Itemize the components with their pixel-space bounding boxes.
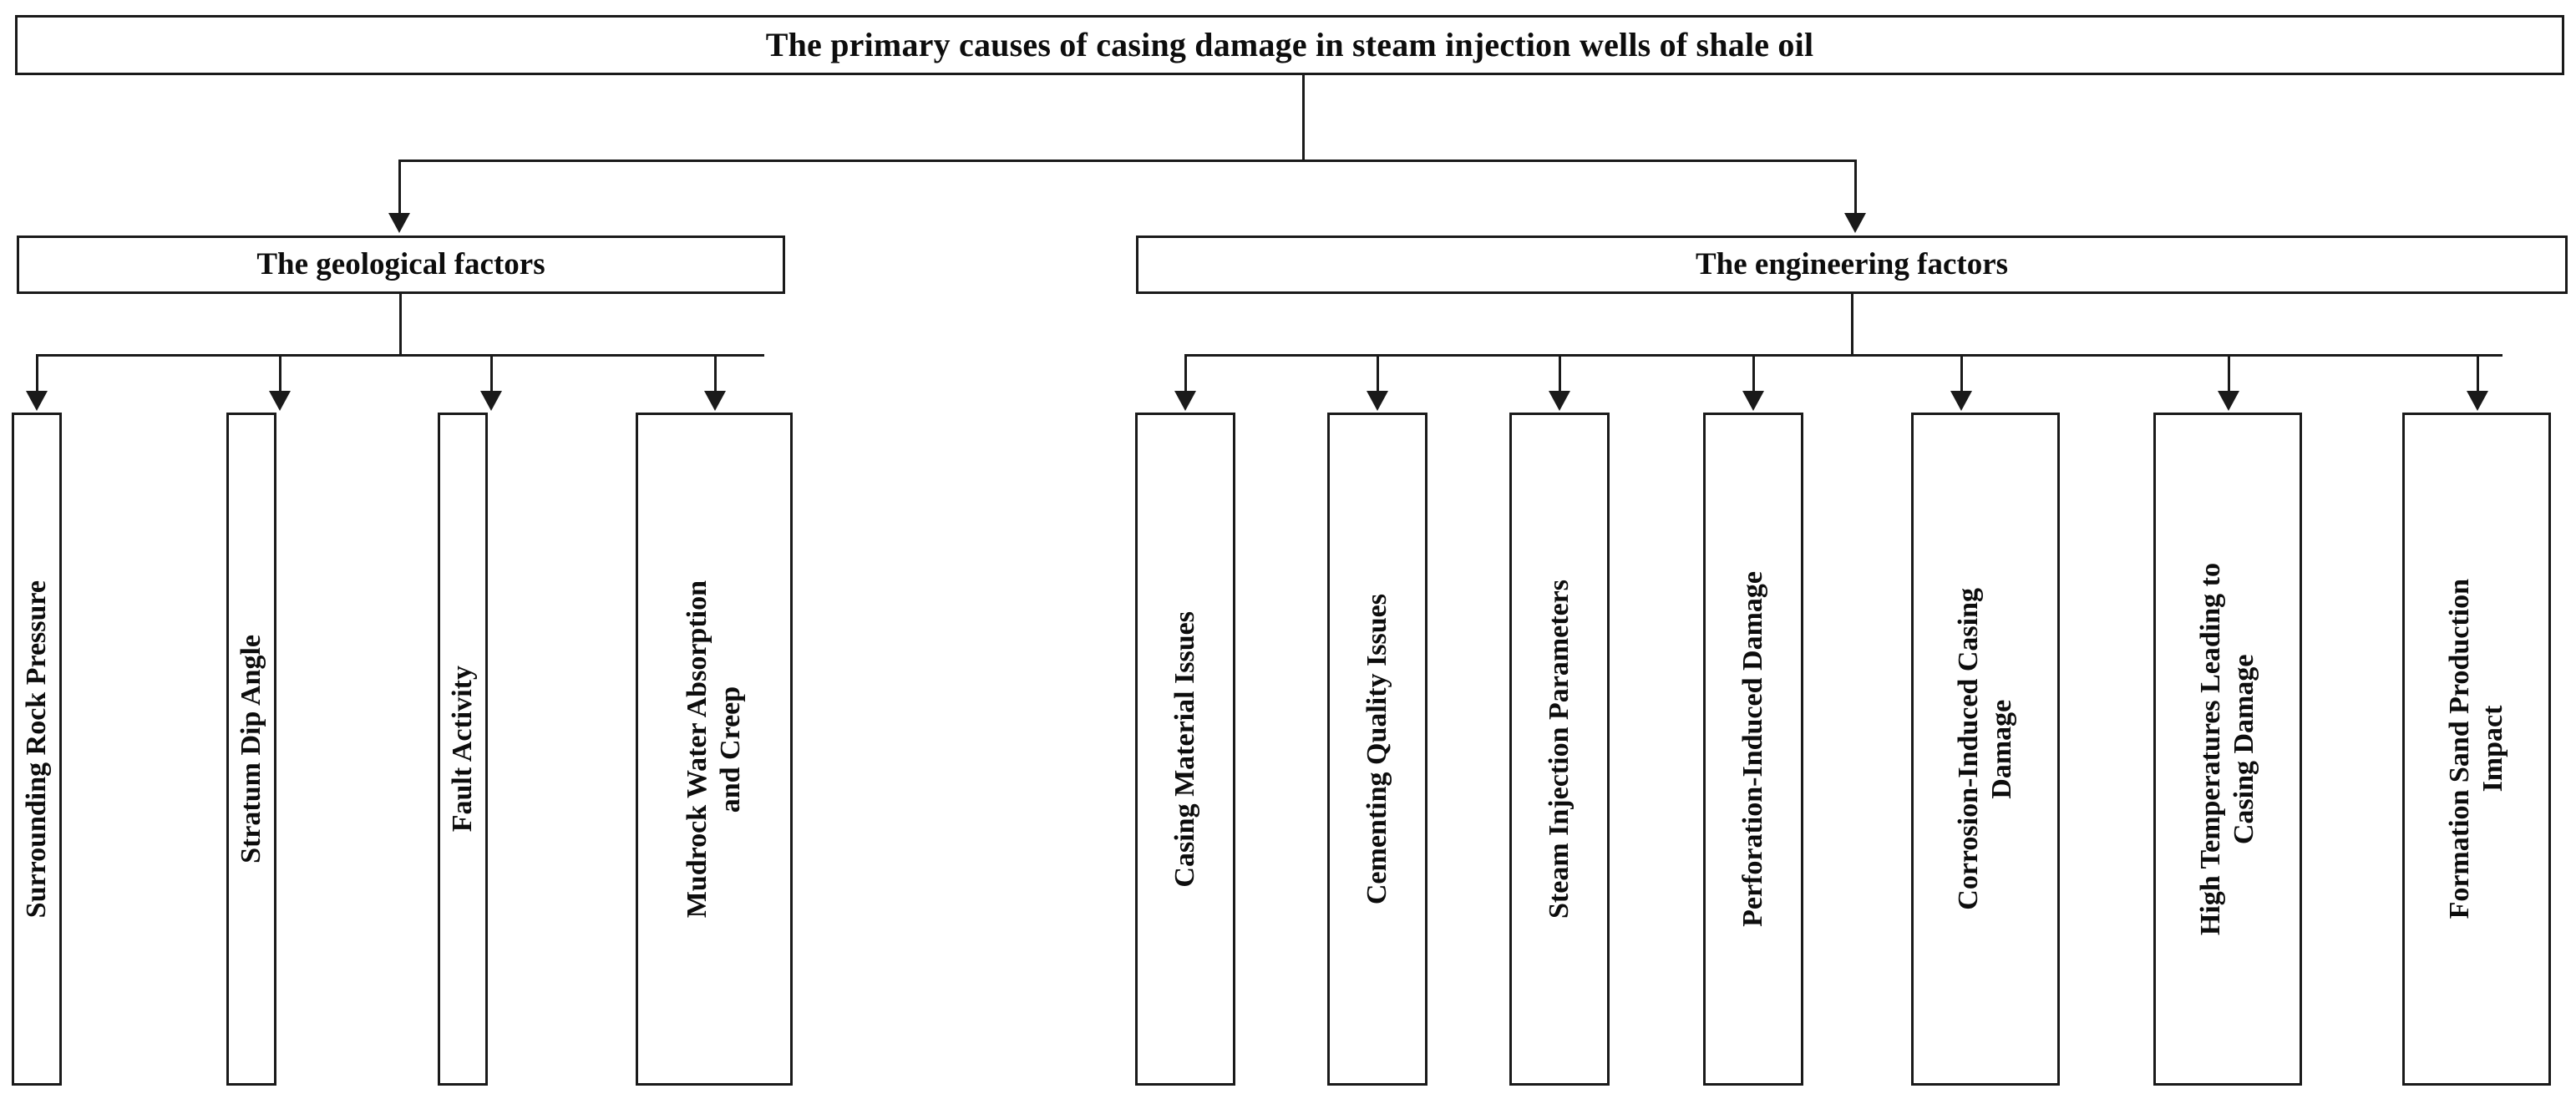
arrow-head-engineering-7 — [2467, 391, 2488, 411]
arrow-head-engineering-2 — [1367, 391, 1388, 411]
arrow-head-engineering — [1844, 213, 1866, 233]
connector-geological-drop-4 — [714, 354, 717, 392]
leaf-node-cementing-quality-issues: Cementing Quality Issues — [1327, 413, 1427, 1086]
leaf-node-fault-activity: Fault Activity — [438, 413, 488, 1086]
leaf-node-stratum-dip-angle: Stratum Dip Angle — [226, 413, 276, 1086]
connector-drop-engineering — [1854, 160, 1857, 215]
arrow-head-geological-2 — [269, 391, 291, 411]
leaf-node-surrounding-rock-pressure-label: Surrounding Rock Pressure — [20, 580, 52, 919]
connector-engineering-bus — [1184, 354, 2502, 357]
category-node-engineering-factors: The engineering factors — [1136, 235, 2568, 294]
connector-engineering-drop-6 — [2228, 354, 2230, 392]
arrow-head-engineering-4 — [1742, 391, 1764, 411]
connector-drop-geological — [398, 160, 401, 215]
arrow-head-geological-1 — [26, 391, 48, 411]
leaf-node-casing-material-issues-label: Casing Material Issues — [1169, 610, 1200, 888]
category-node-geological-factors: The geological factors — [17, 235, 785, 294]
leaf-node-corrosion-induced-casing-damage: Corrosion-Induced Casing Damage — [1911, 413, 2060, 1086]
leaf-node-mudrock-water-absorption-and-creep: Mudrock Water Absorption and Creep — [636, 413, 793, 1086]
arrow-head-geological-4 — [704, 391, 726, 411]
connector-engineering-drop-4 — [1752, 354, 1755, 392]
root-node-label: The primary causes of casing damage in s… — [765, 25, 1814, 63]
leaf-node-cementing-quality-issues-label: Cementing Quality Issues — [1361, 593, 1392, 905]
leaf-node-perforation-induced-damage-label: Perforation-Induced Damage — [1737, 571, 1768, 927]
connector-engineering-trunk — [1851, 294, 1853, 355]
connector-engineering-drop-5 — [1960, 354, 1963, 392]
connector-geological-bus — [36, 354, 764, 357]
connector-engineering-drop-2 — [1377, 354, 1379, 392]
connector-engineering-drop-7 — [2477, 354, 2479, 392]
connector-root-trunk — [1302, 75, 1305, 160]
leaf-node-surrounding-rock-pressure: Surrounding Rock Pressure — [12, 413, 62, 1086]
arrow-head-engineering-1 — [1174, 391, 1196, 411]
root-node: The primary causes of casing damage in s… — [15, 15, 2564, 75]
connector-geological-drop-1 — [36, 354, 38, 392]
leaf-node-casing-material-issues: Casing Material Issues — [1135, 413, 1235, 1086]
leaf-node-steam-injection-parameters: Steam Injection Parameters — [1509, 413, 1610, 1086]
leaf-node-steam-injection-parameters-label: Steam Injection Parameters — [1543, 580, 1575, 919]
arrow-head-engineering-6 — [2218, 391, 2239, 411]
arrow-head-geological-3 — [480, 391, 502, 411]
leaf-node-high-temperatures-leading-to-casing-damage-label: High Temperatures Leading to Casing Dama… — [2194, 562, 2259, 936]
leaf-node-formation-sand-production-impact-label: Formation Sand Production Impact — [2443, 579, 2508, 919]
leaf-node-perforation-induced-damage: Perforation-Induced Damage — [1703, 413, 1803, 1086]
connector-geological-trunk — [399, 294, 402, 355]
arrow-head-geological — [388, 213, 410, 233]
leaf-node-mudrock-water-absorption-and-creep-label: Mudrock Water Absorption and Creep — [681, 580, 746, 919]
connector-level2-bus — [398, 160, 1857, 162]
leaf-node-high-temperatures-leading-to-casing-damage: High Temperatures Leading to Casing Dama… — [2153, 413, 2302, 1086]
arrow-head-engineering-3 — [1549, 391, 1570, 411]
leaf-node-formation-sand-production-impact: Formation Sand Production Impact — [2402, 413, 2551, 1086]
category-node-engineering-factors-label: The engineering factors — [1695, 247, 2009, 282]
connector-geological-drop-2 — [279, 354, 281, 392]
leaf-node-fault-activity-label: Fault Activity — [446, 666, 478, 833]
connector-geological-drop-3 — [490, 354, 493, 392]
connector-engineering-drop-1 — [1184, 354, 1187, 392]
leaf-node-stratum-dip-angle-label: Stratum Dip Angle — [235, 635, 266, 863]
connector-engineering-drop-3 — [1559, 354, 1561, 392]
category-node-geological-factors-label: The geological factors — [256, 247, 545, 282]
arrow-head-engineering-5 — [1950, 391, 1972, 411]
leaf-node-corrosion-induced-casing-damage-label: Corrosion-Induced Casing Damage — [1952, 588, 2017, 910]
